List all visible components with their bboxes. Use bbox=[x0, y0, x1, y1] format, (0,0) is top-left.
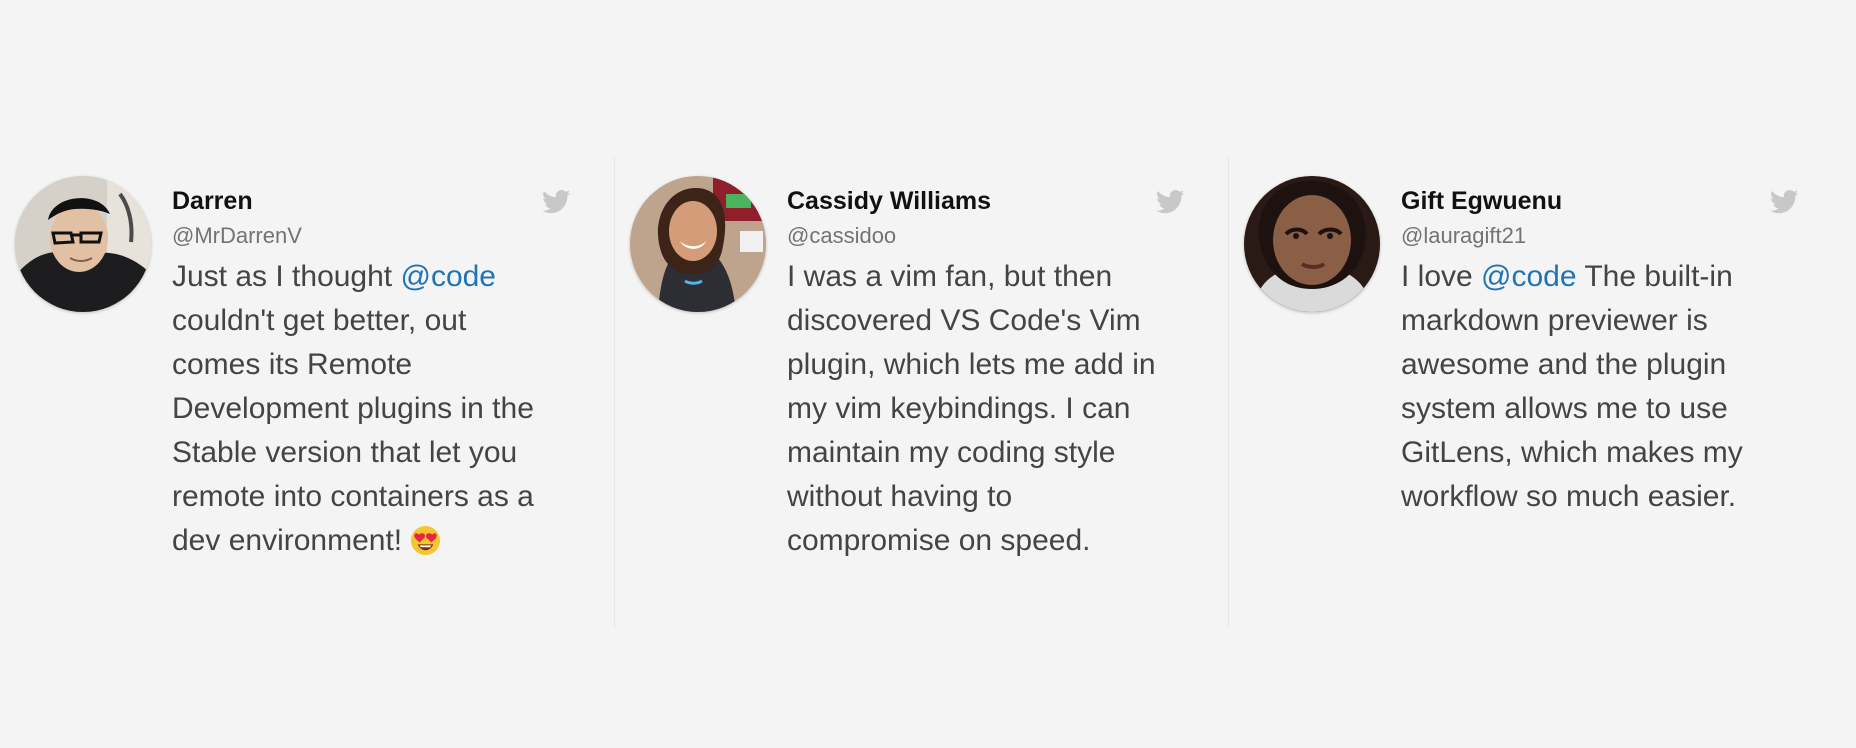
author-name[interactable]: Cassidy Williams bbox=[787, 187, 992, 215]
tweet-card-cassidy[interactable]: Cassidy Williams @cassidoo I was a vim f… bbox=[614, 158, 1213, 628]
tweet-card-gift[interactable]: Gift Egwuenu @lauragift21 I love @code T… bbox=[1228, 158, 1827, 628]
author-handle[interactable]: @lauragift21 bbox=[1401, 223, 1527, 248]
tweet-list: Darren @MrDarrenV Just as I thought @cod… bbox=[0, 158, 1856, 628]
avatar-darren-image bbox=[15, 176, 151, 312]
author-name[interactable]: Darren bbox=[172, 187, 253, 215]
avatar-gift-image bbox=[1244, 176, 1380, 312]
author-handle[interactable]: @MrDarrenV bbox=[172, 223, 302, 248]
tweet-text-part: couldn't get better, out comes its Remot… bbox=[172, 304, 534, 557]
tweet-text: I was a vim fan, but then discovered VS … bbox=[787, 255, 1177, 563]
avatar-cassidy[interactable] bbox=[630, 176, 766, 312]
tweet-text-part: Just as I thought bbox=[172, 260, 401, 293]
tweet-content-gift: Gift Egwuenu @lauragift21 I love @code T… bbox=[1401, 186, 1791, 519]
twitter-bird-icon[interactable] bbox=[1156, 190, 1185, 214]
author-name[interactable]: Gift Egwuenu bbox=[1401, 187, 1563, 215]
tweet-content-cassidy: Cassidy Williams @cassidoo I was a vim f… bbox=[787, 186, 1177, 563]
avatar-gift[interactable] bbox=[1244, 176, 1380, 312]
avatar-darren[interactable] bbox=[15, 176, 151, 312]
heart-eyes-emoji-icon bbox=[410, 525, 441, 556]
tweet-text-part: The built-in markdown previewer is aweso… bbox=[1401, 260, 1743, 513]
tweet-content-darren: Darren @MrDarrenV Just as I thought @cod… bbox=[172, 186, 562, 563]
mention-link[interactable]: @code bbox=[1481, 260, 1577, 293]
twitter-bird-icon[interactable] bbox=[1770, 190, 1799, 214]
tweet-text: Just as I thought @code couldn't get bet… bbox=[172, 255, 562, 563]
tweet-text-part: I was a vim fan, but then discovered VS … bbox=[787, 260, 1156, 557]
avatar-cassidy-image bbox=[630, 176, 766, 312]
tweet-card-darren[interactable]: Darren @MrDarrenV Just as I thought @cod… bbox=[0, 158, 599, 628]
mention-link[interactable]: @code bbox=[400, 260, 496, 293]
author-handle[interactable]: @cassidoo bbox=[787, 223, 897, 248]
twitter-bird-icon[interactable] bbox=[542, 190, 571, 214]
tweet-text-part: I love bbox=[1401, 260, 1482, 293]
tweet-text: I love @code The built-in markdown previ… bbox=[1401, 255, 1791, 519]
